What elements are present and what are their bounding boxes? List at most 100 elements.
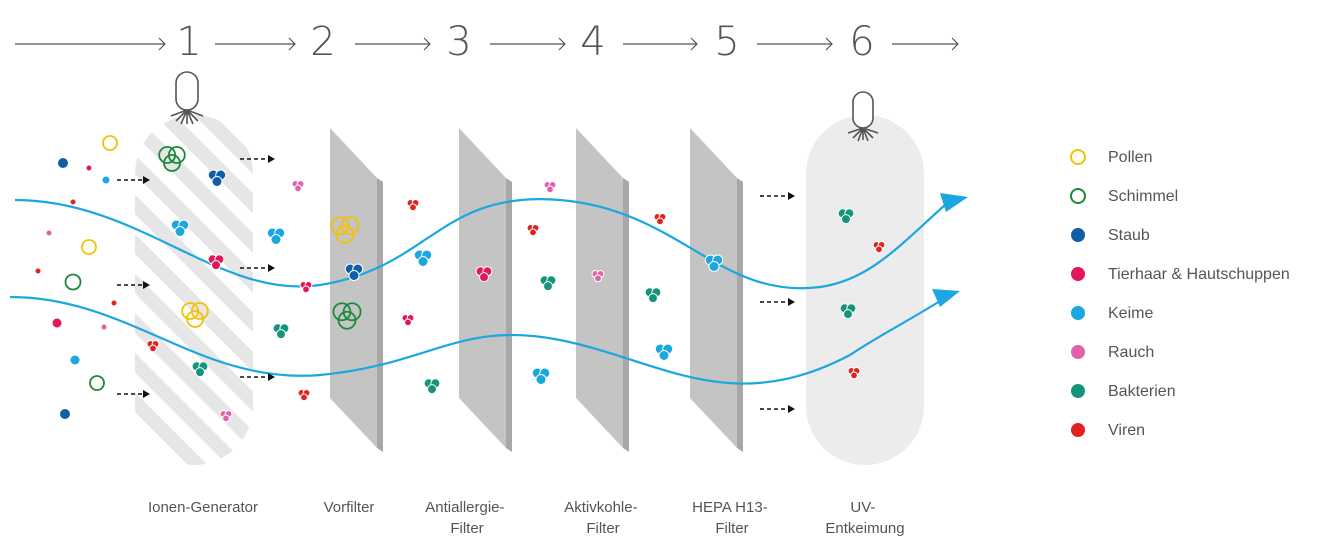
dust-particle: [60, 409, 70, 419]
bacteria-particle: [843, 309, 853, 320]
stage-label-ion-generator: Ionen-Generator: [148, 499, 258, 516]
legend-label: Tierhaar & Hautschuppen: [1108, 266, 1290, 283]
process-arrow: [757, 37, 833, 51]
legend-label: Staub: [1108, 227, 1150, 244]
pollen-particle: [81, 239, 97, 255]
uv-chamber: [806, 91, 924, 465]
legend: Pollen Schimmel Staub Tierhaar & Hautsch…: [1070, 149, 1290, 439]
germ-particle: [708, 261, 720, 272]
pollen-marker-icon: [1070, 149, 1086, 165]
stage-label-prefilter: Vorfilter: [324, 499, 375, 516]
mold-particle: [337, 310, 357, 330]
hepa-filter-panel: [690, 128, 743, 452]
pet-dander-marker-icon: [1071, 267, 1085, 281]
germ-particle: [70, 355, 80, 365]
airflow-arrowhead-icon: [940, 193, 968, 212]
ion-generator-chamber: [135, 115, 253, 465]
motion-arrowhead-icon: [143, 176, 150, 184]
legend-label: Rauch: [1108, 344, 1154, 361]
filter-panels: [330, 128, 743, 452]
airflow-arrowhead-icon: [932, 289, 960, 307]
smoke-particle: [222, 414, 230, 423]
stage-labels: Ionen-Generator Vorfilter Antiallergie- …: [148, 499, 905, 537]
legend-item-pet-dander: Tierhaar & Hautschuppen: [1071, 266, 1290, 283]
legend-item-viruses: Viren: [1071, 422, 1145, 439]
virus-particle: [35, 268, 41, 274]
airflow-arrowheads: [932, 193, 968, 307]
motion-arrowhead-icon: [143, 281, 150, 289]
legend-label: Bakterien: [1108, 383, 1176, 400]
dust-particle: [58, 158, 68, 168]
smoke-particle: [594, 274, 602, 283]
bacteria-particle: [543, 281, 553, 292]
prefilter-panel: [330, 128, 383, 452]
virus-particle: [70, 199, 76, 205]
stage-label-antiallergy: Antiallergie- Filter: [425, 499, 508, 537]
virus-particle: [149, 344, 157, 353]
pet-dander-particle: [86, 165, 92, 171]
germ-particle: [174, 226, 186, 237]
airflow-streams: [9, 198, 946, 385]
legend-label: Keime: [1108, 305, 1153, 322]
stage-number: 5: [714, 19, 739, 65]
legend-item-germs: Keime: [1071, 305, 1153, 322]
legend-item-mold: Schimmel: [1070, 188, 1178, 205]
stage-number: 2: [310, 19, 335, 65]
uv-chamber-body: [806, 115, 924, 465]
smoke-particle: [294, 184, 302, 193]
pet-dander-particle: [211, 260, 221, 271]
bacteria-particle: [195, 367, 205, 378]
virus-particle: [850, 371, 858, 380]
germ-particle: [535, 374, 547, 385]
smoke-particle: [546, 185, 554, 194]
virus-particle: [409, 203, 417, 212]
virus-particle: [875, 245, 883, 254]
pet-dander-particle: [52, 318, 62, 328]
virus-particle: [111, 300, 117, 306]
ion-emitter-icon: [170, 71, 204, 125]
stage-number: 6: [849, 19, 874, 65]
virus-particle: [300, 393, 308, 402]
germ-particle: [270, 234, 282, 245]
legend-item-smoke: Rauch: [1071, 344, 1154, 361]
motion-arrowhead-icon: [143, 390, 150, 398]
legend-item-bacteria: Bakterien: [1071, 383, 1176, 400]
viruses-marker-icon: [1071, 423, 1085, 437]
ion-generator: [135, 71, 253, 465]
germ-particle: [102, 176, 110, 184]
pollen-particle: [335, 224, 355, 244]
legend-item-pollen: Pollen: [1070, 149, 1152, 166]
uv-lamp-icon: [847, 91, 879, 142]
legend-label: Schimmel: [1108, 188, 1178, 205]
process-arrow: [623, 37, 698, 51]
process-arrow: [355, 37, 431, 51]
airflow-stream-upper: [14, 198, 946, 290]
bacteria-marker-icon: [1071, 384, 1085, 398]
legend-label: Pollen: [1108, 149, 1152, 166]
dust-marker-icon: [1071, 228, 1085, 242]
pet-dander-particle: [404, 318, 412, 327]
bacteria-particle: [648, 293, 658, 304]
airflow-stream-lower: [9, 295, 946, 385]
stage-number: 3: [446, 19, 471, 65]
pollen-particle: [102, 135, 118, 151]
process-arrows: [15, 37, 959, 51]
process-arrow: [15, 37, 166, 51]
stage-label-uv: UV- Entkeimung: [825, 499, 904, 537]
bacteria-particle: [276, 329, 286, 340]
motion-arrowhead-icon: [268, 155, 275, 163]
dust-particle: [348, 270, 360, 281]
motion-arrowhead-icon: [788, 192, 795, 200]
stage-number: 1: [176, 19, 201, 65]
stage-label-carbon: Aktivkohle- Filter: [564, 499, 642, 537]
stage-numbers: 1 2 3 4 5 6: [176, 19, 874, 65]
mold-particle: [89, 375, 105, 391]
virus-particle: [529, 228, 537, 237]
smoke-particle: [46, 230, 52, 236]
mold-particle: [163, 154, 181, 172]
carbon-filter-panel: [576, 128, 629, 452]
motion-arrowhead-icon: [268, 264, 275, 272]
smoke-particle: [101, 324, 107, 330]
antiallergy-filter-panel: [459, 128, 512, 452]
